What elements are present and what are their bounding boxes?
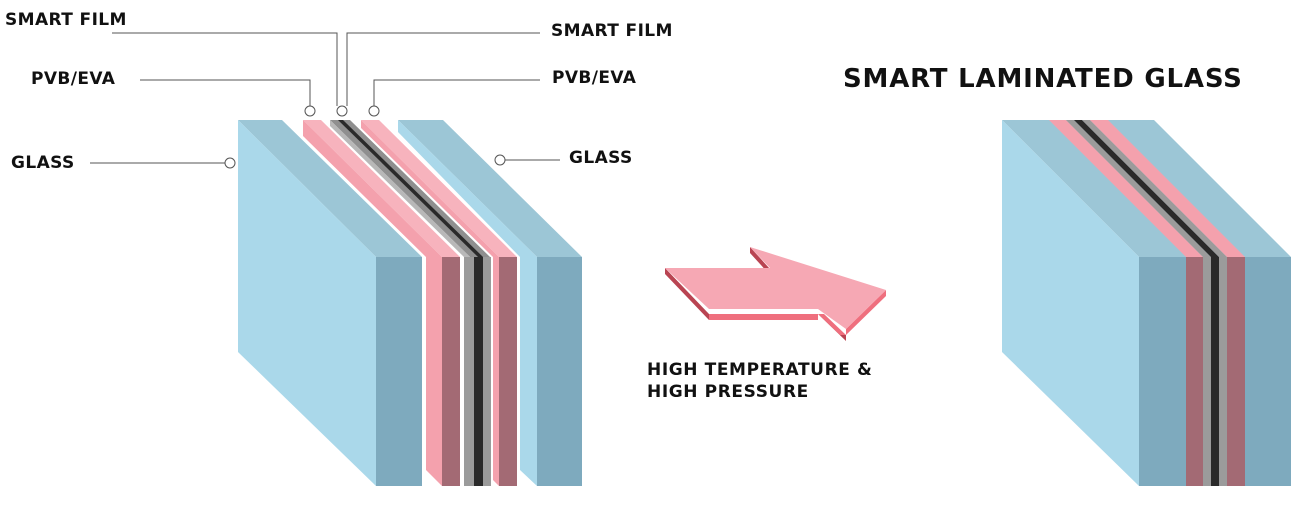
label-glass-left: GLASS [11,153,75,173]
glass-pane-front [238,120,422,486]
glass-pane-back [398,120,582,486]
leader-smart-film-right [346,32,540,106]
process-caption: HIGH TEMPERATURE & HIGH PRESSURE [647,359,872,403]
process-caption-line-2: HIGH PRESSURE [647,382,809,402]
label-pvb-eva-left: PVB/EVA [31,69,116,89]
smart-film-layer [330,120,491,486]
label-smart-film-left: SMART FILM [5,10,127,30]
label-smart-film-right: SMART FILM [551,21,673,41]
leader-lines [90,32,560,164]
exploded-layer-stack [90,32,582,486]
diagram-title: SMART LAMINATED GLASS [843,64,1243,94]
laminated-glass-result [1002,120,1291,486]
pvb-eva-layer-front [303,120,460,486]
leader-pvb-right [373,79,540,106]
leader-markers [224,105,506,169]
pvb-eva-layer-back [361,120,517,486]
label-glass-right: GLASS [569,148,633,168]
process-caption-line-1: HIGH TEMPERATURE & [647,360,873,380]
process-arrow [665,247,886,341]
label-pvb-eva-right: PVB/EVA [552,68,637,88]
leader-smart-film-left [112,32,338,106]
leader-pvb-left [140,79,311,106]
